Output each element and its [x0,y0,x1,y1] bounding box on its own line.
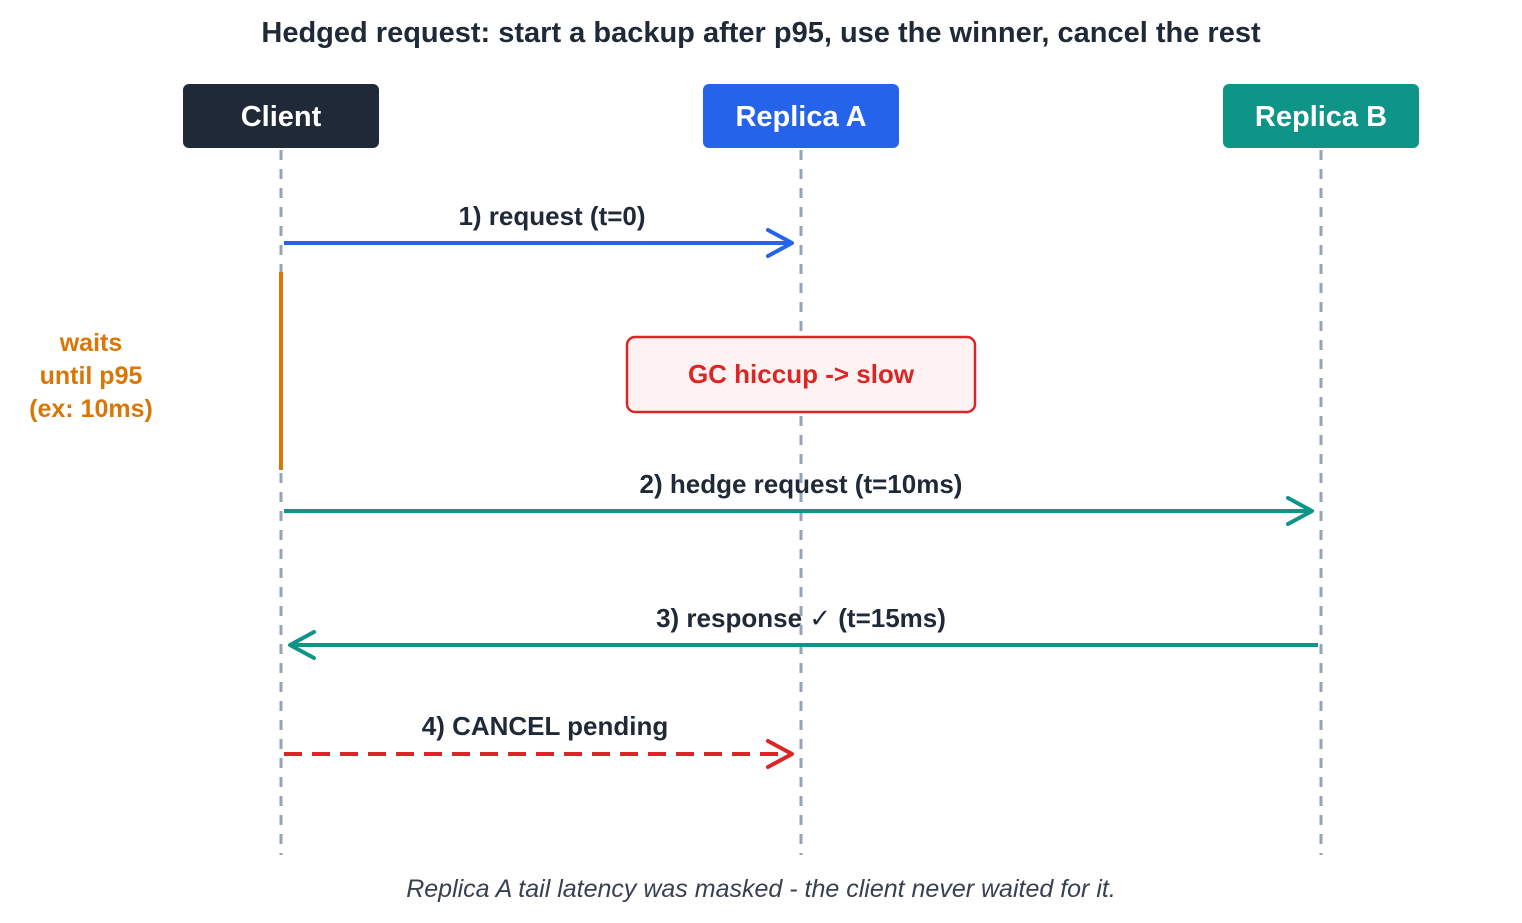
participant-client: Client [183,84,379,148]
message-cancel-label: 4) CANCEL pending [422,711,669,741]
wait-note-line-1: waits [59,329,123,357]
message-cancel-arrowhead [766,739,794,769]
lifelines [279,150,1323,855]
gc-hiccup-box [625,335,977,414]
participant-replica-a-label: Replica A [735,101,866,133]
message-hedge-request-arrowhead [1286,496,1314,526]
participant-replica-b-box [1223,84,1419,148]
participant-client-box [183,84,379,148]
message-response: 3) response ✓ (t=15ms) [288,603,1318,660]
message-request-label: 1) request (t=0) [458,201,645,231]
participant-client-label: Client [241,101,322,133]
message-hedge-request: 2) hedge request (t=10ms) [284,469,1314,526]
wait-note-line-3: (ex: 10ms) [29,395,153,423]
wait-note-line-2: until p95 [40,362,143,390]
gc-hiccup-note: GC hiccup -> slow [625,335,977,414]
message-hedge-request-label: 2) hedge request (t=10ms) [640,469,963,499]
message-response-label: 3) response ✓ (t=15ms) [656,603,946,633]
message-cancel: 4) CANCEL pending [284,711,794,769]
participant-replica-a-box [703,84,899,148]
diagram-title: Hedged request: start a backup after p95… [261,17,1261,49]
diagram-footer: Replica A tail latency was masked - the … [406,875,1116,903]
gc-hiccup-label: GC hiccup -> slow [688,359,915,389]
message-request: 1) request (t=0) [284,201,794,258]
message-request-arrowhead [766,228,794,258]
message-response-arrowhead [288,630,316,660]
participant-replica-a: Replica A [703,84,899,148]
participant-replica-b-label: Replica B [1255,101,1387,133]
wait-note: waits until p95 (ex: 10ms) [29,272,283,470]
participant-replica-b: Replica B [1223,84,1419,148]
